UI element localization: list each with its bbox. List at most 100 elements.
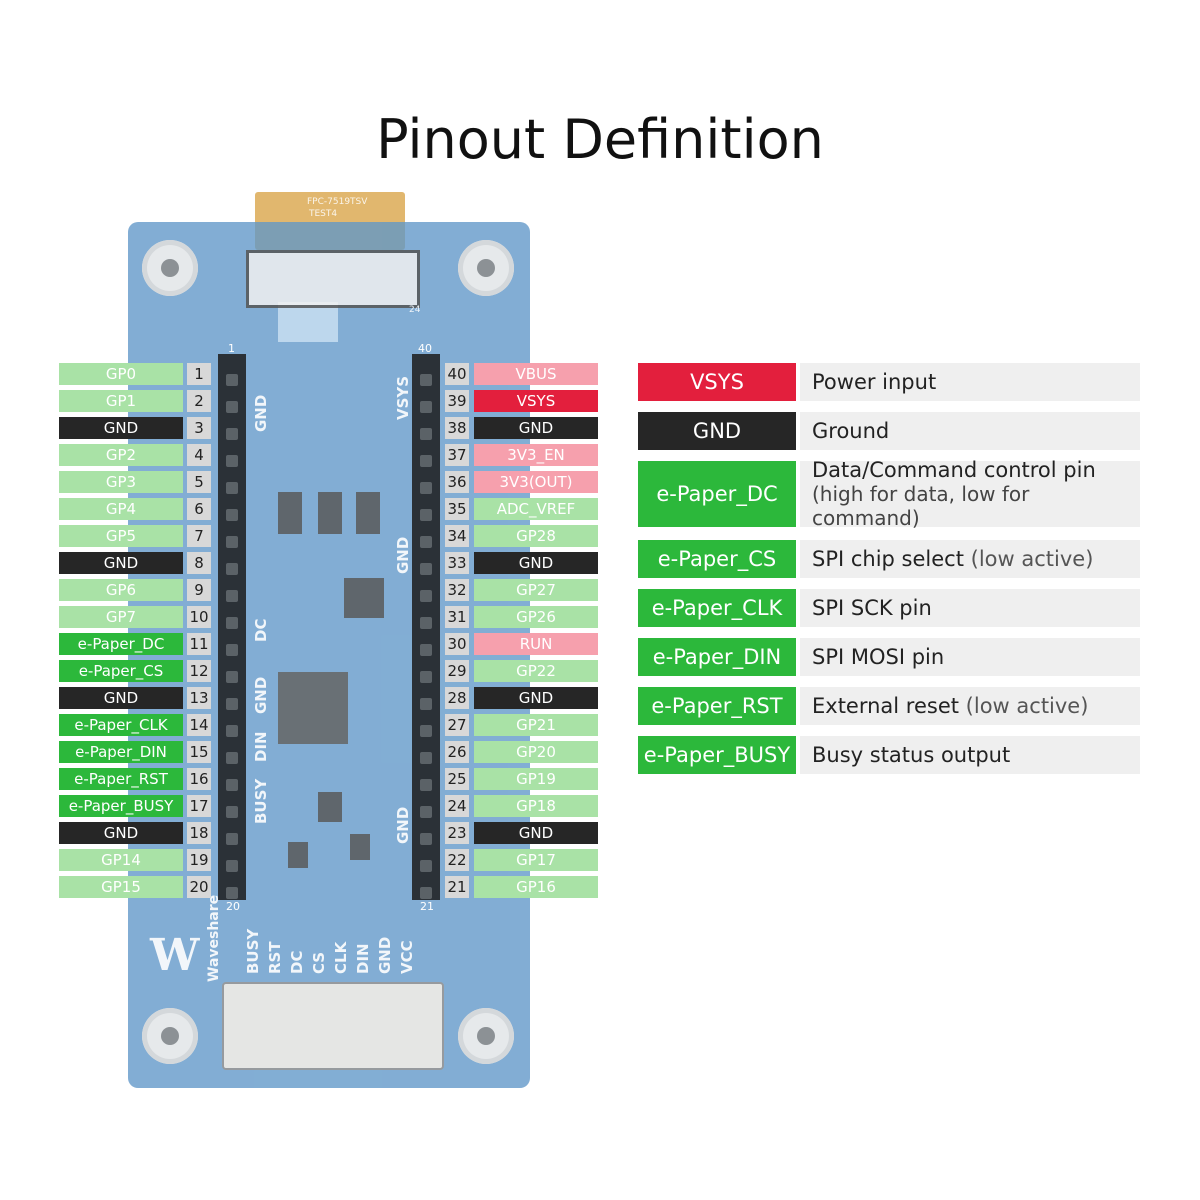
header-pin [226, 428, 238, 440]
left_pins-pin-label: GP1 [59, 390, 183, 412]
left_pins-pin-label: e-Paper_RST [59, 768, 183, 790]
right_pins-pin-label: VSYS [474, 390, 598, 412]
right_pins-pin-label: GP21 [474, 714, 598, 736]
right_pins-pin-label: GND [474, 822, 598, 844]
legend-description-line: SPI MOSI pin [812, 645, 1140, 669]
left_pins-pin-number: 18 [187, 822, 211, 844]
left_pins-pin-label: e-Paper_CS [59, 660, 183, 682]
left_pins-pin-label: GND [59, 687, 183, 709]
left_pins-pin-number: 20 [187, 876, 211, 898]
legend-desc-text: Data/Command control pin [812, 458, 1096, 482]
header-pin [226, 374, 238, 386]
conn-label-busy: BUSY [244, 928, 262, 974]
header-pin [420, 644, 432, 656]
conn-label-gnd: GND [376, 936, 394, 974]
header-pin [226, 752, 238, 764]
header-pin [420, 806, 432, 818]
fpc-label-count: 24 [409, 305, 421, 315]
left_pins-pin-number: 10 [187, 606, 211, 628]
right_pins-pin-label: GND [474, 552, 598, 574]
left_pins-pin-number: 1 [187, 363, 211, 385]
header-pin [420, 509, 432, 521]
header-label-bottom-left: 20 [226, 900, 240, 913]
conn-label-cs: CS [310, 951, 328, 974]
mount-hole-top-left [142, 240, 198, 296]
header-pin [226, 725, 238, 737]
right_pins-pin-label: 3V3_EN [474, 444, 598, 466]
left_pins-pin-number: 9 [187, 579, 211, 601]
legend-desc-text: Ground [812, 419, 890, 443]
mount-hole-top-right [458, 240, 514, 296]
legend-desc-text: SPI SCK pin [812, 596, 932, 620]
transistor-2 [318, 492, 342, 534]
mosfet-1 [288, 842, 308, 868]
right_pins-pin-number: 22 [445, 849, 469, 871]
right_pins-pin-label: RUN [474, 633, 598, 655]
conn-label-vcc: VCC [398, 940, 416, 974]
legend-name: e-Paper_CS [638, 540, 796, 578]
header-pin [226, 806, 238, 818]
legend-description: External reset (low active) [800, 687, 1140, 725]
right_pins-pin-label: GP27 [474, 579, 598, 601]
conn-label-din: DIN [354, 943, 372, 974]
silk-gnd-4: GND [394, 806, 412, 844]
header-pin [226, 698, 238, 710]
right_pins-pin-number: 32 [445, 579, 469, 601]
right_pins-pin-number: 24 [445, 795, 469, 817]
header-pin [420, 752, 432, 764]
right_pins-pin-label: GP16 [474, 876, 598, 898]
left_pins-pin-number: 11 [187, 633, 211, 655]
jst-connector [222, 982, 444, 1070]
right_pins-pin-number: 36 [445, 471, 469, 493]
legend-description: Data/Command control pin(high for data, … [800, 458, 1140, 530]
left_pins-pin-label: GP7 [59, 606, 183, 628]
legend-description: SPI chip select (low active) [800, 540, 1140, 578]
right_pins-pin-number: 33 [445, 552, 469, 574]
header-pin [420, 725, 432, 737]
header-pin [226, 617, 238, 629]
legend-description-line: Data/Command control pin [812, 458, 1140, 482]
header-pin [226, 482, 238, 494]
left_pins-pin-number: 19 [187, 849, 211, 871]
right_pins-pin-number: 35 [445, 498, 469, 520]
pin-header-left [218, 354, 246, 900]
right_pins-pin-number: 40 [445, 363, 469, 385]
silk-vsys: VSYS [394, 375, 412, 420]
right_pins-pin-label: GP22 [474, 660, 598, 682]
left_pins-pin-label: GP3 [59, 471, 183, 493]
left_pins-pin-label: GP6 [59, 579, 183, 601]
header-pin [226, 590, 238, 602]
legend-description-line: SPI SCK pin [812, 596, 1140, 620]
silk-busy: BUSY [252, 778, 270, 824]
mount-hole-bottom-right [458, 1008, 514, 1064]
header-pin [226, 536, 238, 548]
mount-hole-bottom-left [142, 1008, 198, 1064]
legend-name: e-Paper_RST [638, 687, 796, 725]
conn-label-rst: RST [266, 941, 284, 974]
level-shifter-ic [278, 672, 348, 744]
header-pin [226, 509, 238, 521]
right_pins-pin-number: 34 [445, 525, 469, 547]
right_pins-pin-label: GP18 [474, 795, 598, 817]
right_pins-pin-label: VBUS [474, 363, 598, 385]
header-pin [226, 671, 238, 683]
header-pin [420, 887, 432, 899]
right_pins-pin-label: GND [474, 417, 598, 439]
left_pins-pin-number: 4 [187, 444, 211, 466]
header-pin [420, 590, 432, 602]
legend-description-line: External reset (low active) [812, 694, 1140, 718]
legend-name: e-Paper_DC [638, 461, 796, 527]
left_pins-pin-number: 16 [187, 768, 211, 790]
left_pins-pin-label: GND [59, 822, 183, 844]
waveshare-logo: W [150, 930, 200, 981]
header-label-top-left: 1 [228, 342, 235, 355]
left_pins-pin-label: GP14 [59, 849, 183, 871]
fpc-connector: TEST4 FPC-7519TSV 24 [246, 197, 420, 315]
legend-description: Busy status output [800, 736, 1140, 774]
left_pins-pin-number: 15 [187, 741, 211, 763]
legend-desc-text: SPI chip select [812, 547, 971, 571]
silk-din: DIN [252, 731, 270, 762]
right_pins-pin-label: GP20 [474, 741, 598, 763]
silk-gnd-1: GND [252, 394, 270, 432]
right_pins-pin-number: 31 [445, 606, 469, 628]
